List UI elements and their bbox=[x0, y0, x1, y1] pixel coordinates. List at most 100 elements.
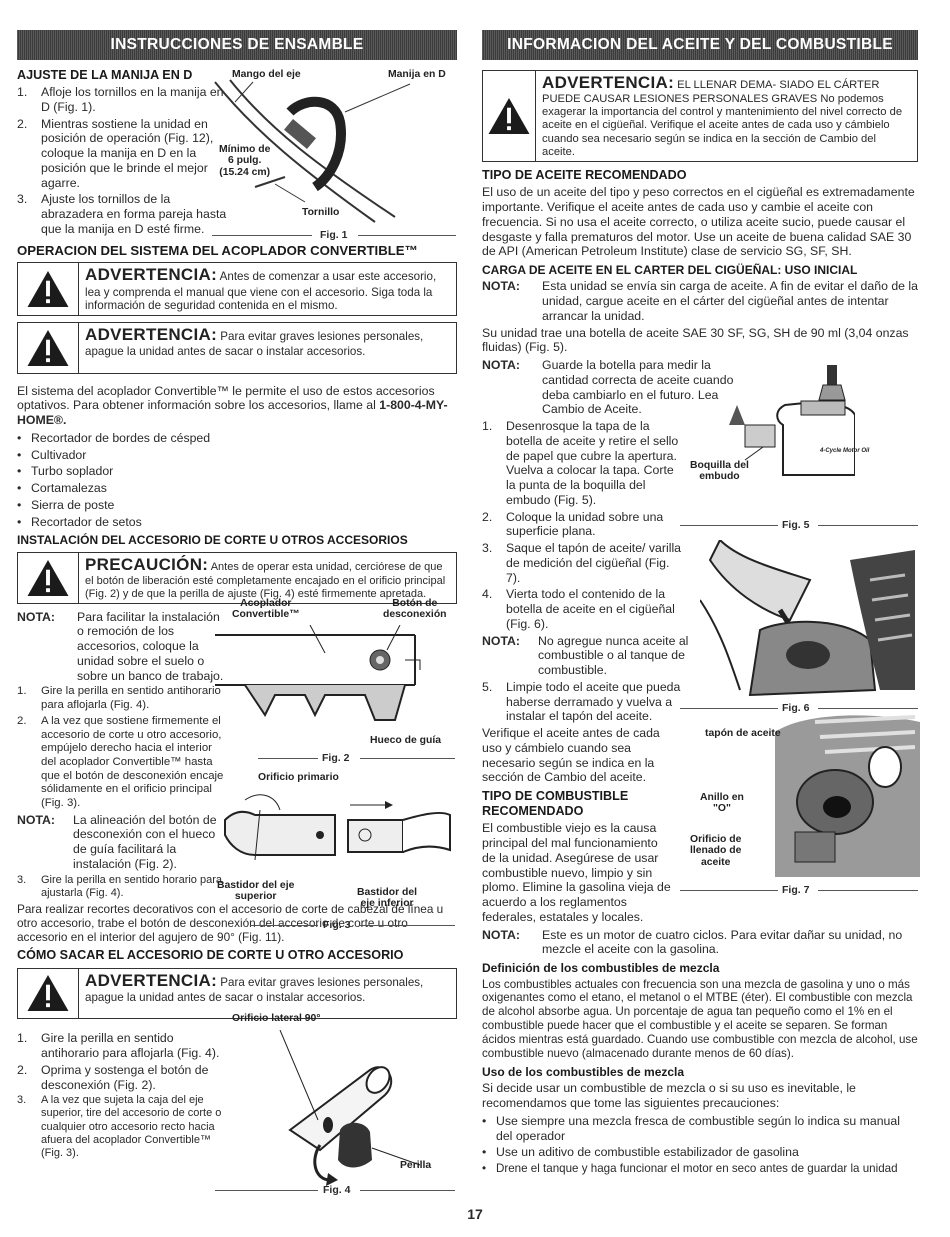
oil-fuel-banner: INFORMACION DEL ACEITE Y DEL COMBUSTIBLE bbox=[482, 30, 918, 60]
fuel-heading: TIPO DE COMBUSTIBLE RECOMENDADO bbox=[482, 789, 629, 819]
adjust-steps: 1.Afloje los tornillos en la manija en D… bbox=[17, 85, 229, 237]
fig4-caption: Fig. 4 bbox=[323, 1184, 351, 1196]
fig1-caption: Fig. 1 bbox=[320, 229, 348, 241]
intro-text: El sistema del acoplador Convertible™ le… bbox=[17, 383, 448, 428]
fig2-label-hole: Orificio primario bbox=[258, 772, 339, 783]
fuel-text: El combustible viejo es la causa princip… bbox=[482, 821, 671, 924]
mix-def-heading: Definición de los combustibles de mezcla bbox=[482, 961, 720, 976]
list-item: 1.Gire la perilla en sentido antihorario… bbox=[17, 1031, 220, 1061]
fig4-label-side: Orificio lateral 90° bbox=[232, 1013, 321, 1024]
fig2-label-button: Botón de desconexión bbox=[383, 598, 447, 621]
fig5-bottle-text: 4-Cycle Motor Oil bbox=[820, 448, 870, 454]
fig5-label-nozzle: Boquilla del embudo bbox=[690, 460, 749, 483]
assembly-banner: INSTRUCCIONES DE ENSAMBLE bbox=[17, 30, 457, 60]
warning-box: ADVERTENCIA: Para evitar graves lesiones… bbox=[17, 967, 457, 1020]
oil-type-heading: TIPO DE ACEITE RECOMENDADO bbox=[482, 168, 687, 183]
fig2-caption: Fig. 2 bbox=[322, 752, 350, 764]
list-item: 1.Afloje los tornillos en la manija en D… bbox=[17, 85, 224, 114]
fig6-pour-oil-illustration bbox=[700, 540, 915, 697]
list-item: 1.Desenrosque la tapa de la botella de a… bbox=[482, 419, 679, 507]
remove-steps: 1.Gire la perilla en sentido antihorario… bbox=[17, 1031, 227, 1160]
list-item: 3.A la vez que sujeta la caja del eje su… bbox=[17, 1094, 222, 1160]
mix-use-heading: Uso de los combustibles de mezcla bbox=[482, 1064, 685, 1079]
list-item: •Cultivador bbox=[17, 447, 87, 462]
fig7-label-hole: Orificio de llenado de aceite bbox=[690, 834, 742, 868]
fig7-label-ring: Anillo en "O" bbox=[700, 792, 744, 815]
fig1-label-min: Mínimo de 6 pulg. (15.24 cm) bbox=[219, 144, 271, 178]
warning-triangle-icon bbox=[27, 975, 69, 1012]
warning-triangle-icon bbox=[27, 271, 69, 308]
adjust-heading: AJUSTE DE LA MANIJA EN D bbox=[17, 68, 193, 82]
fig1-handle-illustration bbox=[214, 79, 411, 223]
oil-steps: 1.Desenrosque la tapa de la botella de a… bbox=[482, 419, 682, 632]
mix-bullets: •Use siempre una mezcla fresca de combus… bbox=[482, 1114, 918, 1176]
fig3-label-upper: Bastidor del eje superior bbox=[217, 880, 295, 903]
oil-fuel-note: NOTA:No agregue nunca aceite al combusti… bbox=[482, 633, 689, 678]
list-item: 2.Mientras sostiene la unidad en posició… bbox=[17, 116, 214, 190]
list-item: •Use un aditivo de combustible estabiliz… bbox=[482, 1145, 799, 1160]
oil-type-text: El uso de un aceite del tipo y peso corr… bbox=[482, 185, 915, 259]
fig7-label-cap: tapón de aceite bbox=[705, 728, 781, 739]
fig5-caption: Fig. 5 bbox=[782, 519, 810, 531]
fig1-label-screw: Tornillo bbox=[302, 207, 340, 218]
coupler-heading: OPERACION DEL SISTEMA DEL ACOPLADOR CONV… bbox=[17, 242, 418, 258]
list-item: •Turbo soplador bbox=[17, 464, 114, 479]
list-item: 3.Gire la perilla en sentido horario par… bbox=[17, 873, 222, 899]
list-item: 3.Saque el tapón de aceite/ varilla de m… bbox=[482, 541, 682, 585]
warning-triangle-icon bbox=[488, 98, 530, 135]
caution-box: PRECAUCIÓN: Antes de operar esta unidad,… bbox=[17, 551, 457, 604]
overfill-warning-box: ADVERTENCIA: EL LLENAR DEMA- SIADO EL CÁ… bbox=[482, 70, 918, 163]
remove-heading: CÓMO SACAR EL ACCESORIO DE CORTE U OTRO … bbox=[17, 948, 404, 963]
fig2-label-coupler: Acoplador Convertible™ bbox=[232, 598, 300, 621]
right-column: INFORMACION DEL ACEITE Y DEL COMBUSTIBLE… bbox=[482, 30, 918, 1178]
fig1-label-handle: Manija en D bbox=[388, 69, 446, 80]
warning-triangle-icon bbox=[27, 559, 69, 596]
fuel-note: NOTA:Este es un motor de cuatro ciclos. … bbox=[482, 927, 903, 957]
fig2-coupler-illustration bbox=[215, 625, 421, 721]
left-column: INSTRUCCIONES DE ENSAMBLE AJUSTE DE LA M… bbox=[17, 30, 457, 1162]
fig3-caption: Fig. 3 bbox=[323, 919, 351, 931]
list-item: •Drene el tanque y haga funcionar el mot… bbox=[482, 1162, 898, 1176]
oil-load-note: NOTA:Esta unidad se envía sin carga de a… bbox=[482, 279, 918, 323]
list-item: •Recortador de setos bbox=[17, 514, 142, 529]
list-item: •Recortador de bordes de césped bbox=[17, 430, 211, 445]
alignment-note: NOTA:La alineación del botón de desconex… bbox=[17, 812, 217, 871]
fig7-oil-fill-illustration bbox=[775, 715, 920, 877]
list-item: 2.Coloque la unidad sobre una superficie… bbox=[482, 509, 664, 539]
list-item: •Sierra de poste bbox=[17, 497, 115, 512]
fig6-caption: Fig. 6 bbox=[782, 702, 810, 714]
list-item: •Use siempre una mezcla fresca de combus… bbox=[482, 1113, 900, 1143]
warning-box: ADVERTENCIA: Antes de comenzar a usar es… bbox=[17, 262, 457, 316]
mix-use-text: Si decide usar un combustible de mezcla … bbox=[482, 1081, 856, 1111]
fig4-label-knob: Perilla bbox=[400, 1160, 432, 1171]
list-item: 2.Oprima y sostenga el botón de desconex… bbox=[17, 1062, 209, 1092]
install-heading: INSTALACIÓN DEL ACCESORIO DE CORTE U OTR… bbox=[17, 533, 408, 548]
warning-box: ADVERTENCIA: Para evitar graves lesiones… bbox=[17, 321, 457, 374]
install-note: NOTA:Para facilitar la instalación o rem… bbox=[17, 609, 224, 683]
list-item: •Cortamalezas bbox=[17, 481, 107, 496]
fig3-label-lower: Bastidor del eje inferior bbox=[357, 887, 418, 910]
warning-triangle-icon bbox=[27, 329, 69, 366]
fig1-label-shaft: Mango del eje bbox=[232, 69, 301, 80]
accessory-list: •Recortador de bordes de césped •Cultiva… bbox=[17, 431, 457, 530]
fig2-label-guide: Hueco de guía bbox=[370, 735, 442, 746]
install-steps: 1.Gire la perilla en sentido antihorario… bbox=[17, 685, 227, 810]
list-item: 3.Ajuste los tornillos de la abrazadera … bbox=[17, 192, 227, 236]
list-item: 5.Limpie todo el aceite que pueda habers… bbox=[482, 679, 681, 724]
fig7-caption: Fig. 7 bbox=[782, 884, 810, 896]
list-item: 1.Gire la perilla en sentido antihorario… bbox=[17, 685, 221, 712]
list-item: 2.A la vez que sostiene firmemente el ac… bbox=[17, 714, 224, 809]
page-number: 17 bbox=[467, 1206, 483, 1222]
mix-def-text: Los combustibles actuales con frecuencia… bbox=[482, 977, 918, 1061]
fig3-insertion-illustration bbox=[224, 794, 451, 861]
bottle-note: NOTA:Guarde la botella para medir la can… bbox=[482, 358, 734, 417]
bottle-text: Su unidad trae una botella de aceite SAE… bbox=[482, 325, 909, 355]
decor-text: Para realizar recortes decorativos con e… bbox=[17, 902, 444, 945]
fig5-oil-bottle-illustration bbox=[729, 365, 855, 476]
fig4-knob-illustration bbox=[279, 1030, 421, 1186]
phone-number: 1-800-4-MY-HOME®. bbox=[17, 398, 448, 428]
check-text: Verifique el aceite antes de cada uso y … bbox=[482, 726, 660, 785]
oil-load-heading: CARGA DE ACEITE EN EL CARTER DEL CIGÜEÑA… bbox=[482, 263, 858, 277]
list-item: 4.Vierta todo el contenido de la botella… bbox=[482, 587, 675, 631]
